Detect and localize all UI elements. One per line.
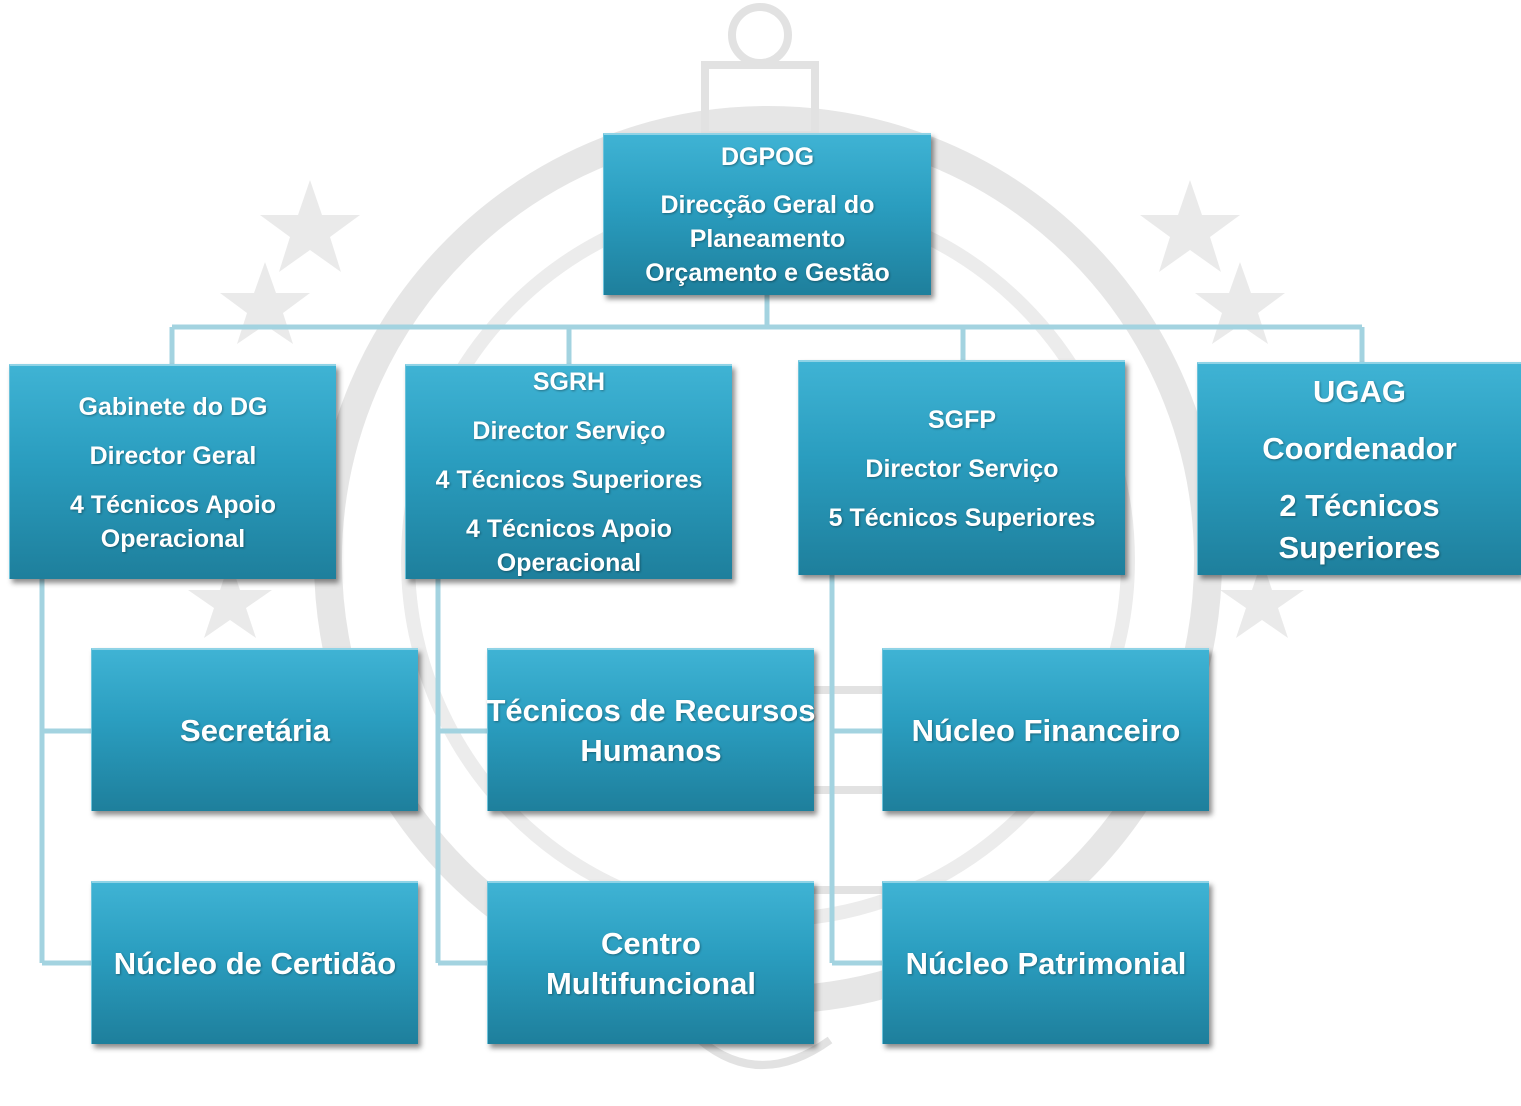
node-line: Director Serviço [865,454,1059,483]
node-line: Coordenador [1262,430,1457,466]
org-node-gabinete: Gabinete do DG Director Geral 4 Técnicos… [9,364,336,579]
node-line: Gabinete do DG [78,392,268,421]
node-line: SGFP [927,405,997,434]
node-line: 4 Técnicos Apoio [69,490,277,519]
node-line: DGPOG [720,143,815,171]
org-node-sgrh: SGRH Director Serviço 4 Técnicos Superio… [405,364,732,579]
org-node-dgpog: DGPOG Direcção Geral do Planeamento Orça… [603,133,931,295]
node-line: Director Geral [89,441,257,470]
org-node-centro-multifuncional: Centro Multifuncional [487,881,814,1044]
node-line: Operacional [496,549,642,577]
org-node-secretaria: Secretária [91,648,418,811]
org-node-sgfp: SGFP Director Serviço 5 Técnicos Superio… [798,360,1125,575]
node-line: Secretária [180,712,330,748]
node-line: Orçamento e Gestão [645,259,890,287]
node-line: Multifuncional [545,965,757,1001]
org-node-nucleo-financeiro: Núcleo Financeiro [882,648,1209,811]
org-node-tecnicos-recursos-humanos: Técnicos de Recursos Humanos [486,648,816,811]
node-line: 5 Técnicos Superiores [828,503,1096,532]
node-line: Núcleo Patrimonial [905,945,1187,981]
node-line: 4 Técnicos Apoio [465,515,673,543]
node-line: Núcleo Financeiro [911,712,1181,748]
node-line: SGRH [532,368,606,396]
node-line: Centro [601,925,701,961]
org-node-nucleo-patrimonial: Núcleo Patrimonial [882,881,1209,1044]
node-line: 2 Técnicos [1279,487,1440,523]
node-line: UGAG [1313,373,1406,409]
node-line: Planeamento [689,225,846,253]
node-line: Humanos [580,732,722,768]
node-line: 4 Técnicos Superiores [435,466,703,494]
node-line: Director Serviço [472,417,666,445]
node-line: Núcleo de Certidão [113,945,397,981]
node-line: Operacional [100,524,246,553]
org-node-nucleo-certidao: Núcleo de Certidão [91,881,418,1044]
node-line: Direcção Geral do [660,191,875,219]
org-node-ugag: UGAG Coordenador 2 Técnicos Superiores [1197,362,1521,575]
node-line: Técnicos de Recursos [486,692,816,728]
node-line: Superiores [1278,529,1441,565]
